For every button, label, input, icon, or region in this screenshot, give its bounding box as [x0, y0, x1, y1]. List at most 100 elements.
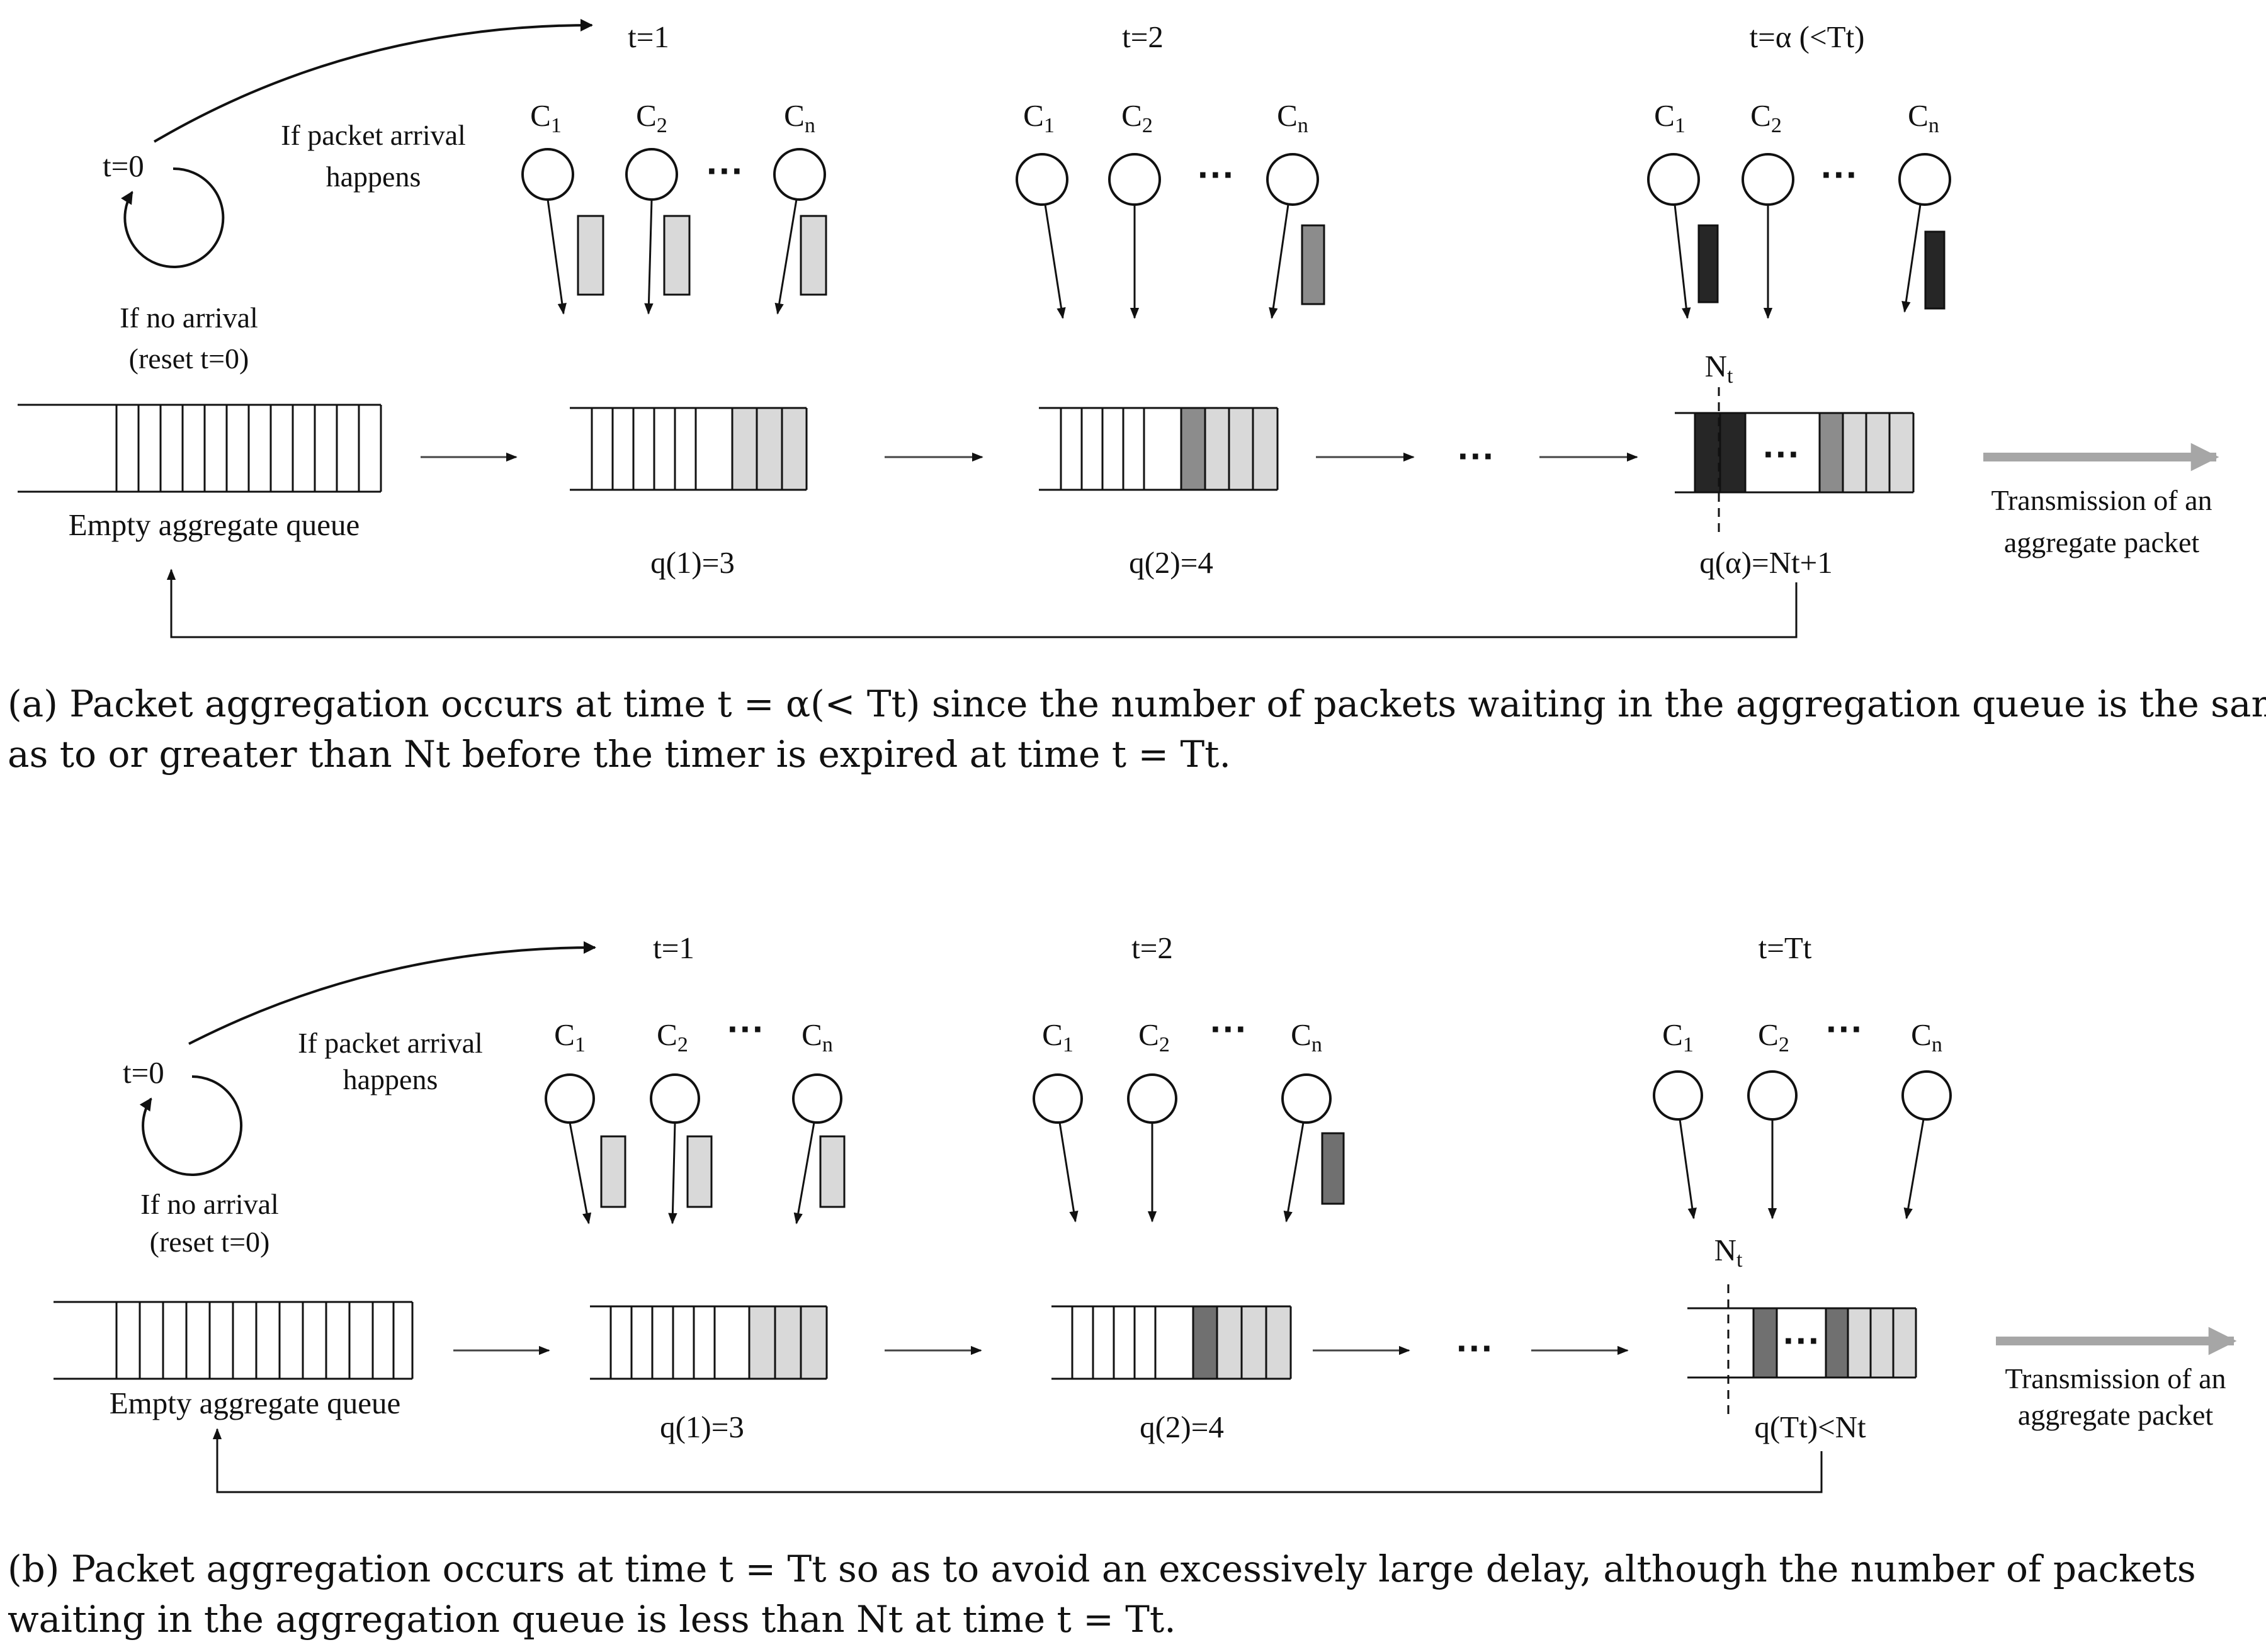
queue-length-label: q(2)=4	[1140, 1410, 1224, 1444]
no-arrival-label-1: If no arrival	[140, 1188, 279, 1220]
step-t1: t=1 C1 C2 ··· Cn	[545, 931, 846, 1444]
step-t1: t=1 C1 C2 ··· Cn	[521, 20, 827, 580]
client-label: Cn	[1277, 98, 1308, 137]
client-node	[1647, 153, 1700, 206]
queue-length-label: q(1)=3	[660, 1410, 744, 1444]
client-node	[773, 148, 826, 201]
panel-b: t=0 If packet arrival happens If no arri…	[8, 931, 2237, 1641]
threshold-label: Nt	[1714, 1233, 1743, 1272]
no-arrival-label-2: (reset t=0)	[129, 342, 249, 375]
transmission-label-2: aggregate packet	[2004, 526, 2200, 558]
queue-t2	[1039, 407, 1279, 491]
queue-t1	[590, 1305, 828, 1380]
client-label: Cn	[802, 1017, 833, 1056]
caption-line-1: (a) Packet aggregation occurs at time t …	[8, 682, 2266, 725]
caption-line-2: waiting in the aggregation queue is less…	[8, 1598, 1176, 1641]
client-node	[1898, 153, 1951, 206]
packet	[1301, 224, 1325, 305]
svg-text:···: ···	[1783, 1320, 1821, 1362]
step-time-label: t=α (<Tt)	[1750, 20, 1865, 54]
feedback-arrow	[212, 1428, 1823, 1493]
client-label: Cn	[1911, 1017, 1942, 1056]
packet	[800, 215, 827, 296]
arrival-label-1: If packet arrival	[298, 1027, 483, 1059]
step-time-label: t=1	[628, 20, 669, 54]
queue-length-label: q(Tt)<Nt	[1754, 1410, 1866, 1444]
packet	[1924, 230, 1946, 310]
queue-length-label: q(2)=4	[1129, 545, 1213, 580]
loop-arrow	[139, 1075, 243, 1176]
step-time-label: t=1	[653, 931, 694, 965]
queue-talpha: ···	[1675, 412, 1915, 494]
client-label: C1	[554, 1017, 586, 1056]
arrival-label-2: happens	[343, 1063, 438, 1095]
arrival-arrow	[188, 941, 596, 1045]
step-time-label: t=2	[1122, 20, 1164, 54]
client-node	[1747, 1070, 1798, 1121]
step-talpha: t=α (<Tt) C1 C2 ··· Cn	[1647, 20, 1951, 580]
client-label: C2	[1758, 1017, 1789, 1056]
client-label: C2	[636, 98, 667, 137]
svg-text:···: ···	[1763, 433, 1801, 475]
step-t2: t=2 C1 C2 ··· Cn	[1033, 931, 1345, 1444]
packet	[663, 215, 691, 296]
client-label: Cn	[1291, 1017, 1322, 1056]
step-time-label: t=2	[1131, 931, 1173, 965]
ellipsis: ···	[1456, 1327, 1494, 1369]
feedback-arrow	[166, 569, 1798, 638]
ellipsis: ···	[1210, 1008, 1248, 1050]
ellipsis: ···	[1458, 435, 1495, 477]
queue-length-label: q(1)=3	[650, 545, 735, 580]
ellipsis: ···	[1821, 154, 1859, 196]
client-node	[1742, 153, 1794, 206]
ellipsis: ···	[1826, 1008, 1864, 1050]
empty-queue-label: Empty aggregate queue	[110, 1386, 401, 1420]
client-label: C1	[530, 98, 562, 137]
client-label: C1	[1042, 1017, 1074, 1056]
client-node	[792, 1073, 842, 1124]
packet	[600, 1135, 626, 1208]
client-node	[1033, 1073, 1083, 1124]
step-time-label: t=Tt	[1759, 931, 1812, 965]
empty-queue-label: Empty aggregate queue	[69, 507, 360, 542]
queue-tTt: ···	[1687, 1307, 1917, 1379]
arrival-label-2: happens	[326, 161, 421, 193]
client-label: C2	[657, 1017, 688, 1056]
client-label: C1	[1023, 98, 1055, 137]
client-label: C2	[1138, 1017, 1170, 1056]
empty-aggregate-queue: Empty aggregate queue	[18, 404, 382, 542]
transmission-label-1: Transmission of an	[2005, 1362, 2226, 1395]
client-label: Cn	[1908, 98, 1939, 137]
client-node	[625, 148, 678, 201]
threshold-label: Nt	[1705, 349, 1733, 388]
client-label: C1	[1662, 1017, 1694, 1056]
ellipsis: ···	[1198, 154, 1235, 196]
step-tTt: t=Tt C1 C2 ··· Cn	[1653, 931, 1952, 1444]
client-node	[1281, 1073, 1332, 1124]
client-label: C1	[1654, 98, 1685, 137]
packet	[686, 1135, 713, 1208]
client-node	[1653, 1070, 1703, 1121]
arrival-arrow	[153, 19, 593, 143]
queue-length-label: q(α)=Nt+1	[1699, 545, 1833, 580]
packet	[819, 1135, 846, 1208]
t0-label: t=0	[123, 1055, 164, 1090]
client-node	[521, 148, 574, 201]
client-node	[1016, 153, 1068, 206]
caption-line-1: (b) Packet aggregation occurs at time t …	[8, 1547, 2196, 1590]
client-label: C2	[1121, 98, 1153, 137]
client-node	[1266, 153, 1319, 206]
t0-label: t=0	[103, 149, 144, 183]
panel-a: t=0 If packet arrival happens If no arri…	[8, 19, 2266, 776]
client-node	[545, 1073, 595, 1124]
packet	[577, 215, 604, 296]
transmission-label-2: aggregate packet	[2018, 1399, 2214, 1431]
timer-loop: t=0 If packet arrival happens If no arri…	[103, 19, 593, 375]
transmission-label-1: Transmission of an	[1991, 484, 2212, 516]
queue-t1	[570, 407, 808, 491]
queue-t2	[1051, 1305, 1292, 1380]
ellipsis: ···	[706, 150, 744, 192]
client-node	[1108, 153, 1161, 206]
packet	[1697, 224, 1719, 303]
